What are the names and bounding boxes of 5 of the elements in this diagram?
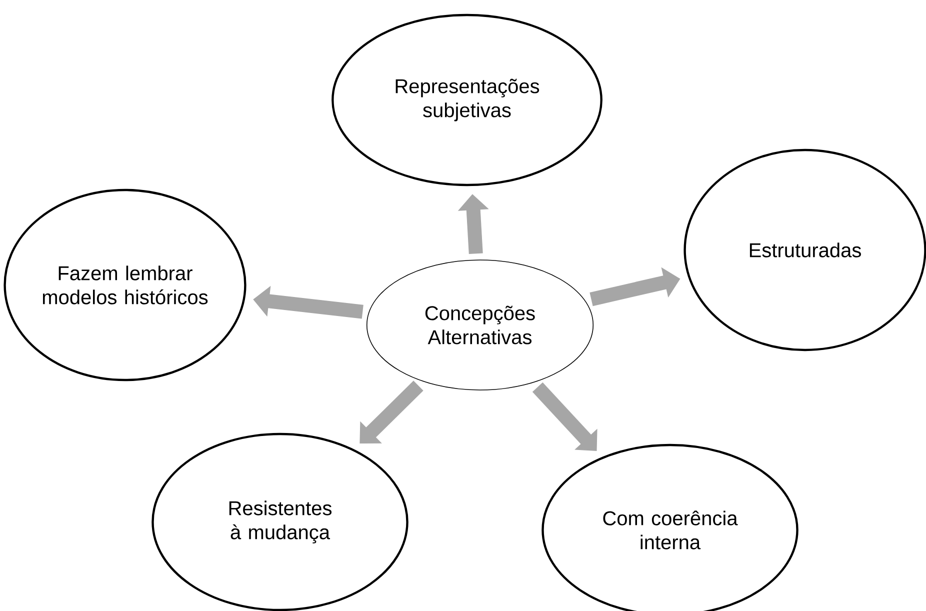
ellipse-node: Fazem lembrar modelos históricos <box>4 188 246 382</box>
ellipse-node: Concepções Alternativas <box>366 260 594 390</box>
ellipse-node: Resistentes à mudança <box>152 432 408 611</box>
block-arrow <box>532 382 598 451</box>
ellipse-node: Representações subjetivas <box>332 14 602 186</box>
